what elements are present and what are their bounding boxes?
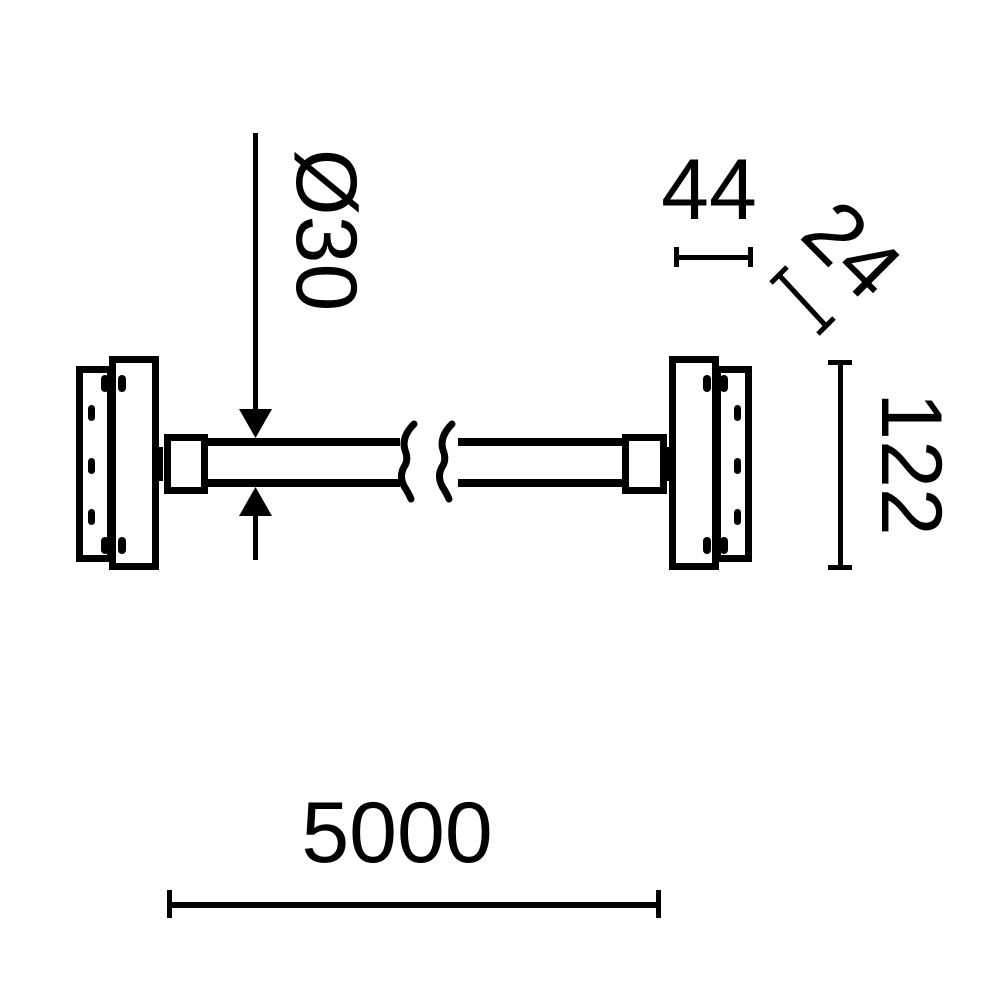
rod-top-edge-right bbox=[458, 438, 622, 446]
screw-slot bbox=[703, 537, 711, 554]
left-mount-front-plate bbox=[109, 356, 159, 570]
height-dim-cap-bottom bbox=[828, 565, 852, 570]
right-endcap-stub bbox=[666, 447, 672, 481]
rod-bottom-edge-left bbox=[208, 479, 400, 487]
rod-diameter-label: Ø30 bbox=[278, 148, 374, 312]
depth-dim-tick-lower bbox=[816, 316, 836, 336]
right-mount-back-plate bbox=[714, 366, 752, 562]
left-endcap-stub bbox=[157, 447, 163, 481]
mount-height-label: 122 bbox=[863, 392, 959, 536]
length-dim-line bbox=[170, 902, 659, 908]
screw-slot bbox=[88, 405, 95, 421]
depth-dim-line bbox=[777, 273, 828, 328]
screw-slot bbox=[118, 375, 126, 392]
screw-slot bbox=[88, 458, 95, 474]
overall-length-label: 5000 bbox=[301, 785, 493, 881]
depth-dim-tick-upper bbox=[769, 265, 789, 285]
screw-slot bbox=[88, 509, 95, 525]
diameter-dim-line-bottom bbox=[253, 515, 258, 560]
diameter-arrow-down-icon bbox=[239, 409, 272, 438]
screw-slot bbox=[101, 375, 109, 392]
screw-slot bbox=[118, 537, 126, 554]
height-dim-line bbox=[838, 362, 843, 568]
screw-slot bbox=[734, 405, 741, 421]
endcap-width-label: 44 bbox=[661, 142, 757, 238]
width-dim-tick-left bbox=[674, 247, 679, 267]
diameter-arrow-up-icon bbox=[239, 487, 272, 516]
height-dim-cap-top bbox=[828, 360, 852, 365]
length-dim-tick-left bbox=[167, 890, 172, 918]
screw-slot bbox=[720, 375, 728, 392]
right-endcap bbox=[622, 434, 667, 494]
diameter-dim-line-top bbox=[253, 133, 258, 411]
screw-slot bbox=[720, 537, 728, 554]
rod-break-symbol bbox=[436, 420, 456, 503]
right-mount-front-plate bbox=[669, 356, 719, 570]
rod-break-symbol bbox=[398, 420, 418, 503]
screw-slot bbox=[703, 375, 711, 392]
screw-slot bbox=[734, 509, 741, 525]
width-dim-tick-right bbox=[748, 247, 753, 267]
screw-slot bbox=[101, 537, 109, 554]
length-dim-tick-right bbox=[656, 890, 661, 918]
width-dim-line bbox=[677, 255, 750, 260]
screw-slot bbox=[734, 458, 741, 474]
left-endcap bbox=[164, 434, 208, 494]
rod-bottom-edge-right bbox=[458, 479, 622, 487]
rod-top-edge-left bbox=[208, 438, 400, 446]
